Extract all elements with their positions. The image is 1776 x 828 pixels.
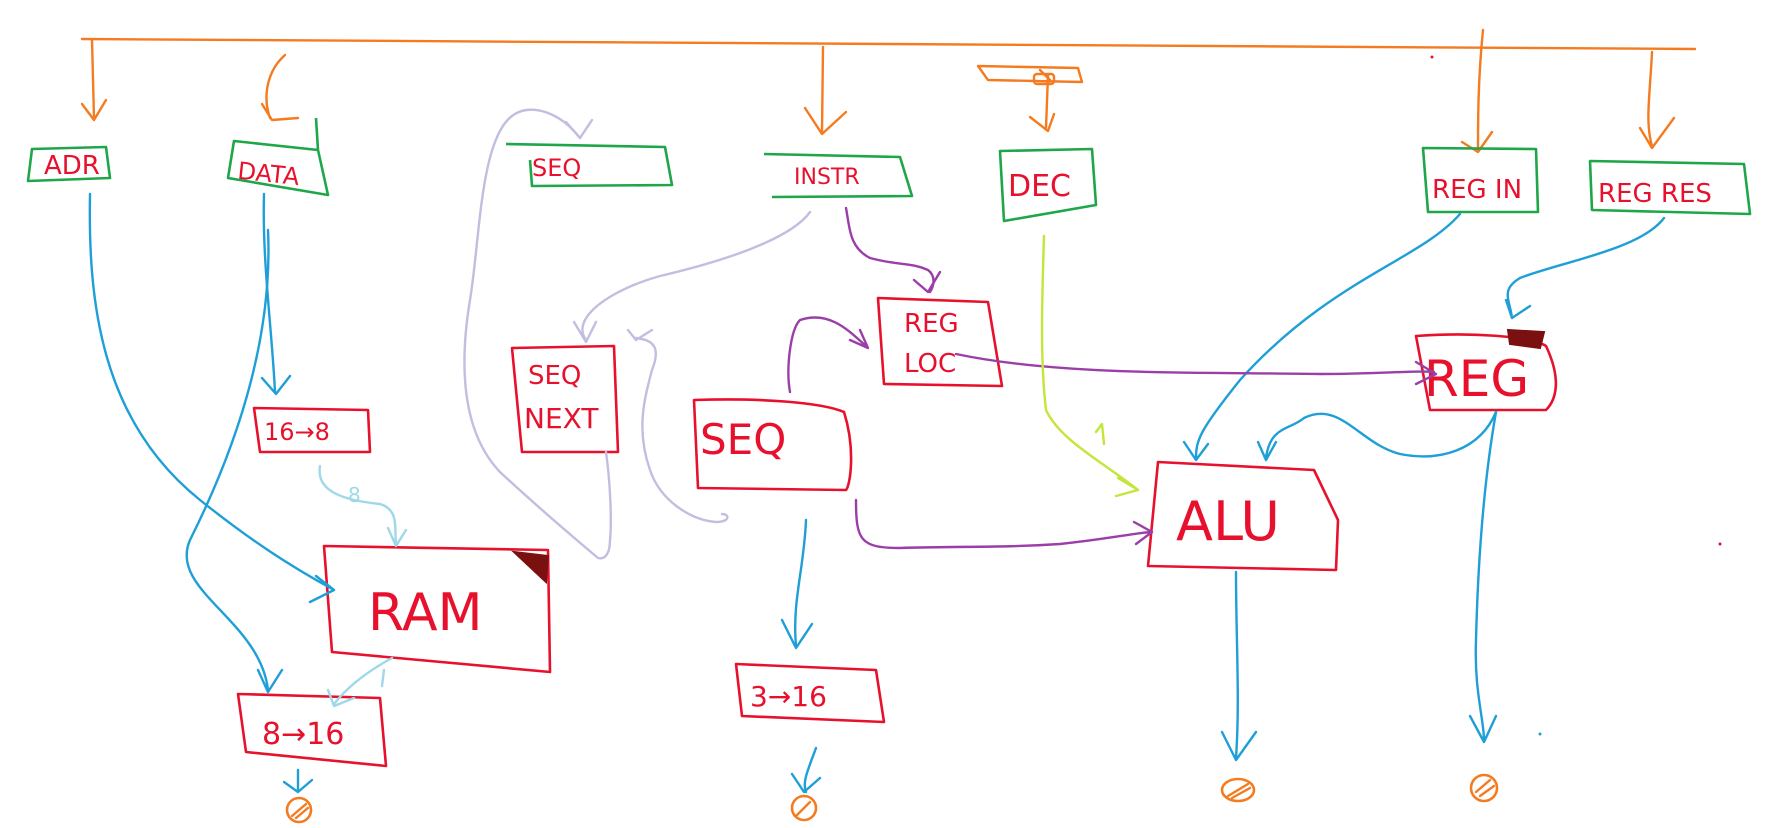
block-conv-8-16: 8→16 [236,692,388,768]
label-seq-next-line1: SEQ [528,361,581,391]
input-data: DATA [226,117,330,197]
block-alu: ALU [1146,460,1340,572]
wire-width-label: 8 [348,483,361,507]
label-reg-in: REG IN [1432,175,1522,205]
label-data: DATA [236,157,301,191]
output-terminal-alu [1220,777,1256,803]
dec-bus-tab [976,64,1084,84]
label-conv-16-8: 16→8 [264,418,330,446]
output-terminal-reg [1469,773,1499,803]
label-adr: ADR [44,151,100,181]
wire-conv3-16-out [790,746,822,794]
wire-seq-next-loop [626,328,729,524]
wire-ram-stub [380,668,386,688]
block-reg: REG [1414,328,1558,412]
block-conv-16-8: 16→8 [252,406,372,454]
bus-drop-data [260,53,300,122]
wire-seq-to-conv3-16 [780,518,814,650]
input-reg-in: REG IN [1421,146,1540,214]
output-terminal-conv3-16 [790,794,818,822]
reg-corner-marker-icon [1506,328,1546,350]
bus-drop-instr [803,45,848,136]
top-bus [80,28,1697,154]
output-terminal-icon [790,794,818,822]
wire-seq-to-reg-loc [787,316,870,394]
bus-drop-adr [80,38,108,122]
wire-conv16-8-to-ram [318,464,408,548]
wire-seq-input-arrow [564,118,594,140]
stray-dot [1718,542,1722,546]
label-reg: REG [1424,350,1529,408]
label-reg-loc-line2: LOC [904,349,956,379]
label-reg-res: REG RES [1598,179,1712,209]
label-alu: ALU [1176,490,1280,553]
label-conv-3-16: 3→16 [750,680,827,713]
label-dec: DEC [1008,169,1071,204]
wire-instr-to-reg-loc [844,206,942,294]
wire-seq-input-loop [463,108,612,560]
wire-seq-to-alu [854,498,1154,550]
input-dec: DEC [998,147,1098,223]
stray-dot [1538,732,1542,736]
wire-data-to-conv8-16 [185,228,284,694]
block-seq: SEQ [692,398,853,492]
block-seq-next: SEQ NEXT [510,344,620,454]
label-conv-8-16: 8→16 [262,717,344,752]
bus-drop-reg-in [1460,28,1494,154]
wire-ram-to-conv8-16 [326,656,394,708]
label-seq-next-line2: NEXT [524,402,599,435]
label-instr: INSTR [794,165,860,190]
input-adr: ADR [26,145,112,183]
input-instr: INSTR [763,152,914,199]
block-ram: RAM [322,544,552,674]
stray-dot [1430,55,1434,59]
wire-adr-to-ram [88,192,336,604]
wire-reg-loc-to-reg [954,352,1438,386]
wire-reg-res-to-reg [1504,216,1666,320]
wire-data-to-conv16-8 [260,192,292,396]
input-seq: SEQ [505,142,674,188]
wire-dec-to-alu [1040,234,1140,498]
ram-corner-marker-icon [511,550,550,585]
wire-conv8-16-out [282,768,314,794]
block-reg-loc: REG LOC [876,296,1004,388]
bus-drop-reg-res [1638,50,1676,150]
wire-reg-to-alu [1256,410,1498,462]
wire-reg-out [1468,410,1498,744]
label-reg-loc-line1: REG [904,309,959,339]
input-reg-res: REG RES [1588,159,1752,216]
wire-alu-out [1220,570,1258,762]
dec-bus-tab-knob [1032,72,1056,86]
block-conv-3-16: 3→16 [734,662,886,724]
output-terminal-icon [285,796,313,824]
label-ram: RAM [368,583,482,643]
label-seq: SEQ [532,154,581,182]
label-seq: SEQ [700,415,786,464]
output-terminal-icon [1220,777,1256,803]
wire-instr-to-seq-next [572,210,812,344]
output-terminal-icon [1469,773,1499,803]
output-terminal-conv8-16 [285,796,313,824]
wire-reg-in-to-alu [1182,212,1462,462]
